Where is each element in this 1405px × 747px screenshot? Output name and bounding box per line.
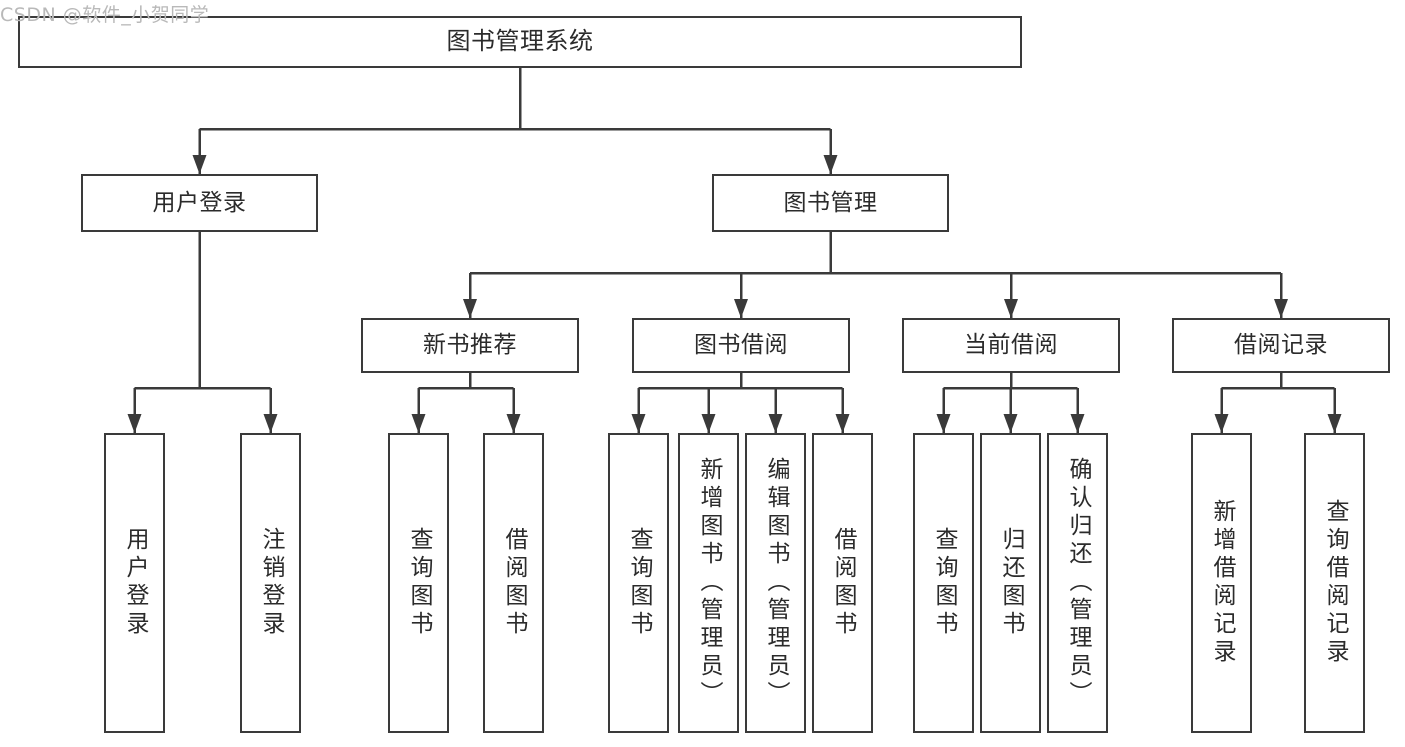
node-l_addrec: 新增借阅记录 [1191, 433, 1252, 733]
node-l_add: 新增图书（管理员） [678, 433, 739, 733]
node-current: 当前借阅 [902, 318, 1120, 373]
node-l_return: 归还图书 [980, 433, 1041, 733]
node-login: 用户登录 [81, 174, 318, 232]
node-records: 借阅记录 [1172, 318, 1390, 373]
node-label: 新增图书（管理员） [696, 457, 722, 709]
node-label: 查询借阅记录 [1322, 499, 1348, 667]
node-l_borrow2: 借阅图书 [812, 433, 873, 733]
node-l_query3: 查询图书 [913, 433, 974, 733]
node-l_logout: 注销登录 [240, 433, 301, 733]
node-label: 图书借阅 [694, 332, 788, 359]
watermark-text: CSDN @软件_小贺同学 [0, 4, 210, 26]
node-label: 归还图书 [998, 527, 1024, 639]
node-label: 查询图书 [626, 527, 652, 639]
node-newbook: 新书推荐 [361, 318, 579, 373]
node-label: 编辑图书（管理员） [763, 457, 789, 709]
node-label: 图书管理 [783, 189, 878, 216]
node-l_queryrec: 查询借阅记录 [1304, 433, 1365, 733]
node-l_query1: 查询图书 [388, 433, 449, 733]
node-label: 查询图书 [406, 527, 432, 639]
node-l_borrow1: 借阅图书 [483, 433, 544, 733]
node-l_edit: 编辑图书（管理员） [745, 433, 806, 733]
node-label: 当前借阅 [964, 332, 1058, 359]
node-l_confirm: 确认归还（管理员） [1047, 433, 1108, 733]
node-label: 注销登录 [258, 527, 284, 639]
node-label: 新增借阅记录 [1209, 499, 1235, 667]
node-label: 新书推荐 [423, 332, 517, 359]
node-label: 借阅图书 [501, 527, 527, 639]
node-borrow: 图书借阅 [632, 318, 850, 373]
node-label: 借阅记录 [1234, 332, 1328, 359]
node-label: 用户登录 [152, 189, 247, 216]
node-label: 借阅图书 [830, 527, 856, 639]
node-root: 图书管理系统 [18, 16, 1022, 68]
node-l_query2: 查询图书 [608, 433, 669, 733]
node-l_userlogin: 用户登录 [104, 433, 165, 733]
node-label: 查询图书 [931, 527, 957, 639]
node-bookmgmt: 图书管理 [712, 174, 949, 232]
node-label: 图书管理系统 [446, 27, 594, 56]
node-label: 用户登录 [122, 527, 148, 639]
node-label: 确认归还（管理员） [1065, 457, 1091, 709]
